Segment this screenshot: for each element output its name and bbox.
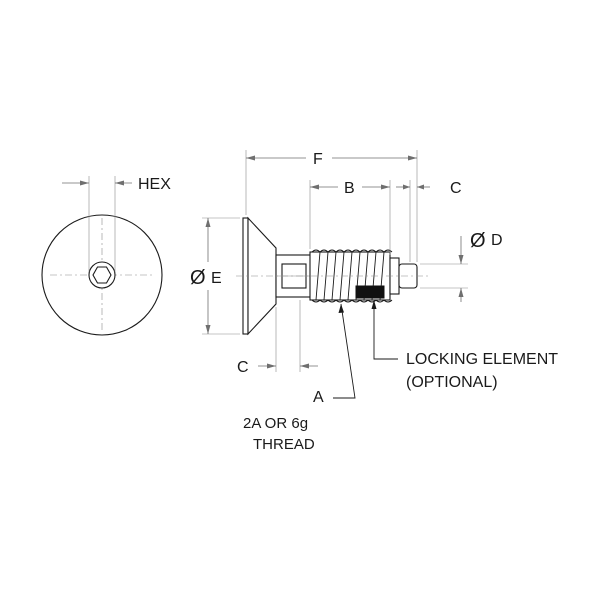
locking-element-line2: (OPTIONAL)	[406, 374, 498, 391]
hex-label: HEX	[138, 176, 171, 193]
dim-f-label: F	[313, 151, 323, 168]
hex-socket	[92, 266, 112, 284]
dim-c-top-arrow	[403, 184, 410, 190]
thread-leader-arrow	[338, 304, 344, 313]
dim-c-top-label: C	[450, 180, 462, 197]
dim-d-label: D	[491, 232, 503, 249]
dim-a-arrow	[300, 363, 309, 369]
dim-f-arrow-left	[246, 155, 255, 161]
dim-b-arrow-right	[381, 184, 390, 190]
dim-e-symbol: Ø	[190, 267, 206, 289]
thread-spec-line2: THREAD	[253, 436, 315, 453]
hex-arrow-left	[80, 180, 89, 186]
locking-leader-arrow	[371, 300, 377, 309]
dim-d-symbol: Ø	[470, 230, 486, 252]
dim-d-arrow-bottom	[458, 288, 464, 297]
dim-e-arrow-top	[205, 218, 211, 227]
locking-leader	[373, 304, 398, 360]
dim-c-bottom-label: C	[237, 359, 249, 376]
dim-f-arrow-right	[408, 155, 417, 161]
locking-element-line1: LOCKING ELEMENT	[406, 351, 558, 368]
thread-spec-line1: 2A OR 6g	[243, 415, 308, 432]
dim-b-arrow-left	[310, 184, 319, 190]
dim-b-label: B	[344, 180, 355, 197]
locking-element	[355, 285, 385, 299]
dim-c-top-arrow-2	[417, 184, 424, 190]
dim-a-label: A	[313, 389, 324, 406]
side-view: F B C Ø D Ø E C	[190, 150, 558, 453]
hex-arrow-right	[115, 180, 124, 186]
dim-c-bottom-arrow	[267, 363, 276, 369]
end-view: HEX	[41, 176, 171, 336]
dim-d-arrow-top	[458, 255, 464, 264]
thread-leader	[333, 303, 356, 399]
dim-e-arrow-bottom	[205, 325, 211, 334]
dim-e-label: E	[211, 270, 222, 287]
